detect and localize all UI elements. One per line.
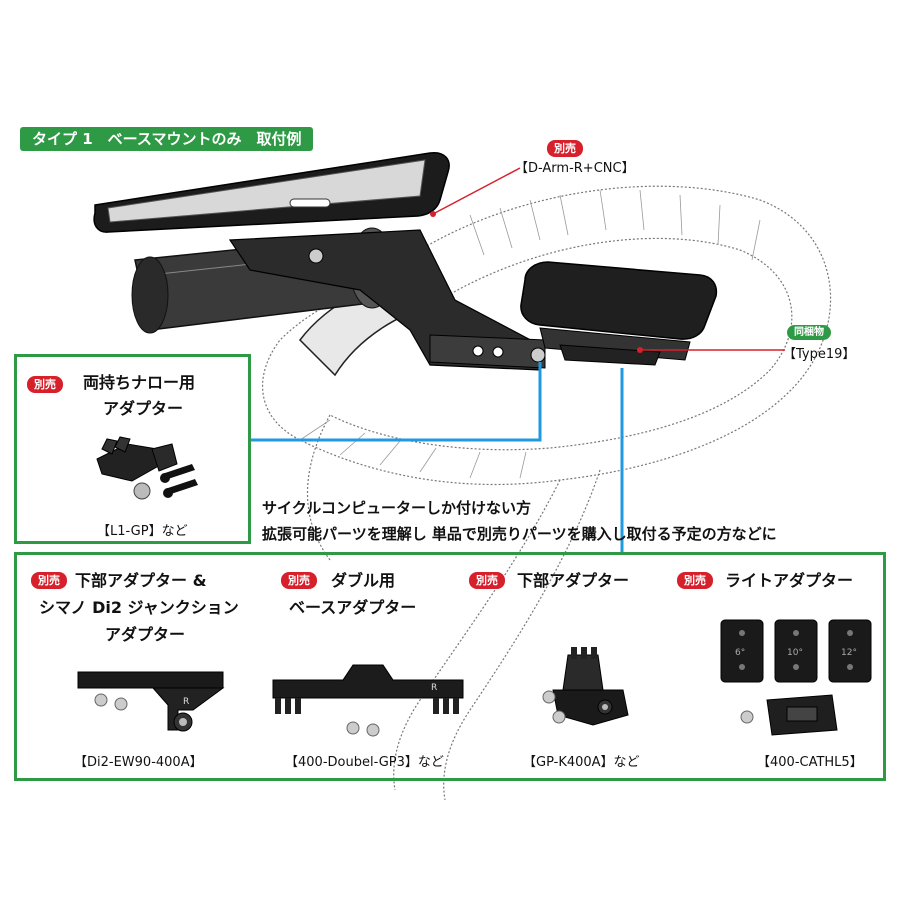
narrow-adapter-code: 【L1-GP】など (97, 524, 188, 539)
product-4-image: 6° 10° 12° (720, 619, 872, 736)
svg-text:R: R (183, 697, 189, 707)
product-2-image: R (272, 664, 464, 737)
product-1-title-line-1: 下部アダプター & (75, 571, 207, 590)
product-3-code: 【GP-K400A】など (523, 755, 640, 770)
product-4-tag: 別売 (677, 569, 713, 589)
product-3-title: 下部アダプター (517, 571, 630, 590)
svg-text:R: R (431, 683, 437, 693)
narrow-adapter-image (96, 436, 198, 500)
product-1-code: 【Di2-EW90-400A】 (74, 755, 203, 770)
page-title: タイプ 1 ベースマウントのみ 取付例 (20, 127, 314, 151)
product-2-title-line-1: ダブル用 (331, 571, 396, 590)
type19-callout-code: 【Type19】 (783, 347, 856, 362)
narrow-adapter-tag: 別売 (27, 373, 63, 393)
product-1-title-line-3: アダプター (105, 625, 186, 644)
included-tag: 同梱物 (787, 320, 831, 340)
product-1-title-line-2: シマノ Di2 ジャンクション (39, 598, 239, 617)
sold-separately-products-panel: 別売 下部アダプター & シマノ Di2 ジャンクション アダプター R 【Di… (14, 552, 886, 781)
narrow-adapter-subtitle: アダプター (103, 399, 184, 418)
note-line-2: 拡張可能パーツを理解し 単品で別売りパーツを購入し取付る予定の方などに (262, 525, 777, 543)
arm-sold-separately-tag: 別売 (547, 137, 583, 157)
product-4-title: ライトアダプター (725, 571, 854, 590)
product-2-tag: 別売 (281, 569, 317, 589)
narrow-adapter-title: 両持ちナロー用 (83, 373, 196, 392)
note-line-1: サイクルコンピューターしか付けない方 (262, 499, 531, 517)
angle-label-6: 6° (735, 648, 745, 658)
angle-label-12: 12° (841, 648, 857, 658)
product-2-title-line-2: ベースアダプター (289, 598, 417, 617)
product-3-image (542, 647, 629, 726)
angle-label-10: 10° (787, 648, 803, 658)
arm-callout-code: 【D-Arm-R+CNC】 (515, 161, 635, 176)
product-1-image: R (77, 671, 225, 732)
product-4-code: 【400-CATHL5】 (757, 755, 863, 770)
product-3-tag: 別売 (469, 569, 505, 589)
narrow-adapter-panel: 別売 両持ちナロー用 アダプター 【L1-GP】など (14, 354, 251, 544)
product-1-tag: 別売 (31, 569, 67, 589)
product-2-code: 【400-Doubel-GP3】など (285, 755, 444, 770)
